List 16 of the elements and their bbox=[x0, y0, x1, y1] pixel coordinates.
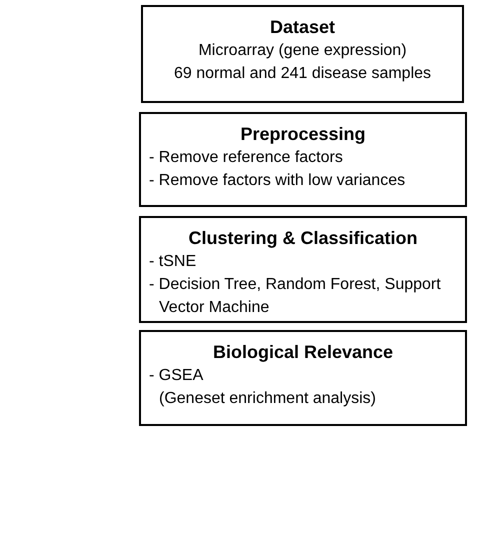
box-text: - tSNE bbox=[149, 252, 198, 272]
box-text: - Remove reference factors bbox=[149, 148, 344, 168]
process-box bbox=[139, 216, 467, 323]
box-text: - Remove factors with low variances bbox=[149, 171, 406, 191]
box-heading: Preprocessing bbox=[239, 123, 367, 146]
process-box bbox=[141, 5, 464, 103]
process-box bbox=[139, 112, 467, 207]
box-text: - GSEA bbox=[149, 366, 204, 386]
box-heading: Clustering & Classification bbox=[187, 227, 419, 250]
box-text: 69 normal and 241 disease samples bbox=[172, 64, 432, 84]
box-text: - Decision Tree, Random Forest, Support Vector Machine bbox=[149, 275, 442, 318]
box-text: Microarray (gene expression) bbox=[197, 41, 408, 61]
process-box bbox=[139, 330, 467, 426]
box-text: (Geneset enrichment analysis) bbox=[158, 389, 377, 409]
box-heading: Dataset bbox=[268, 16, 336, 39]
box-heading: Biological Relevance bbox=[212, 341, 394, 364]
